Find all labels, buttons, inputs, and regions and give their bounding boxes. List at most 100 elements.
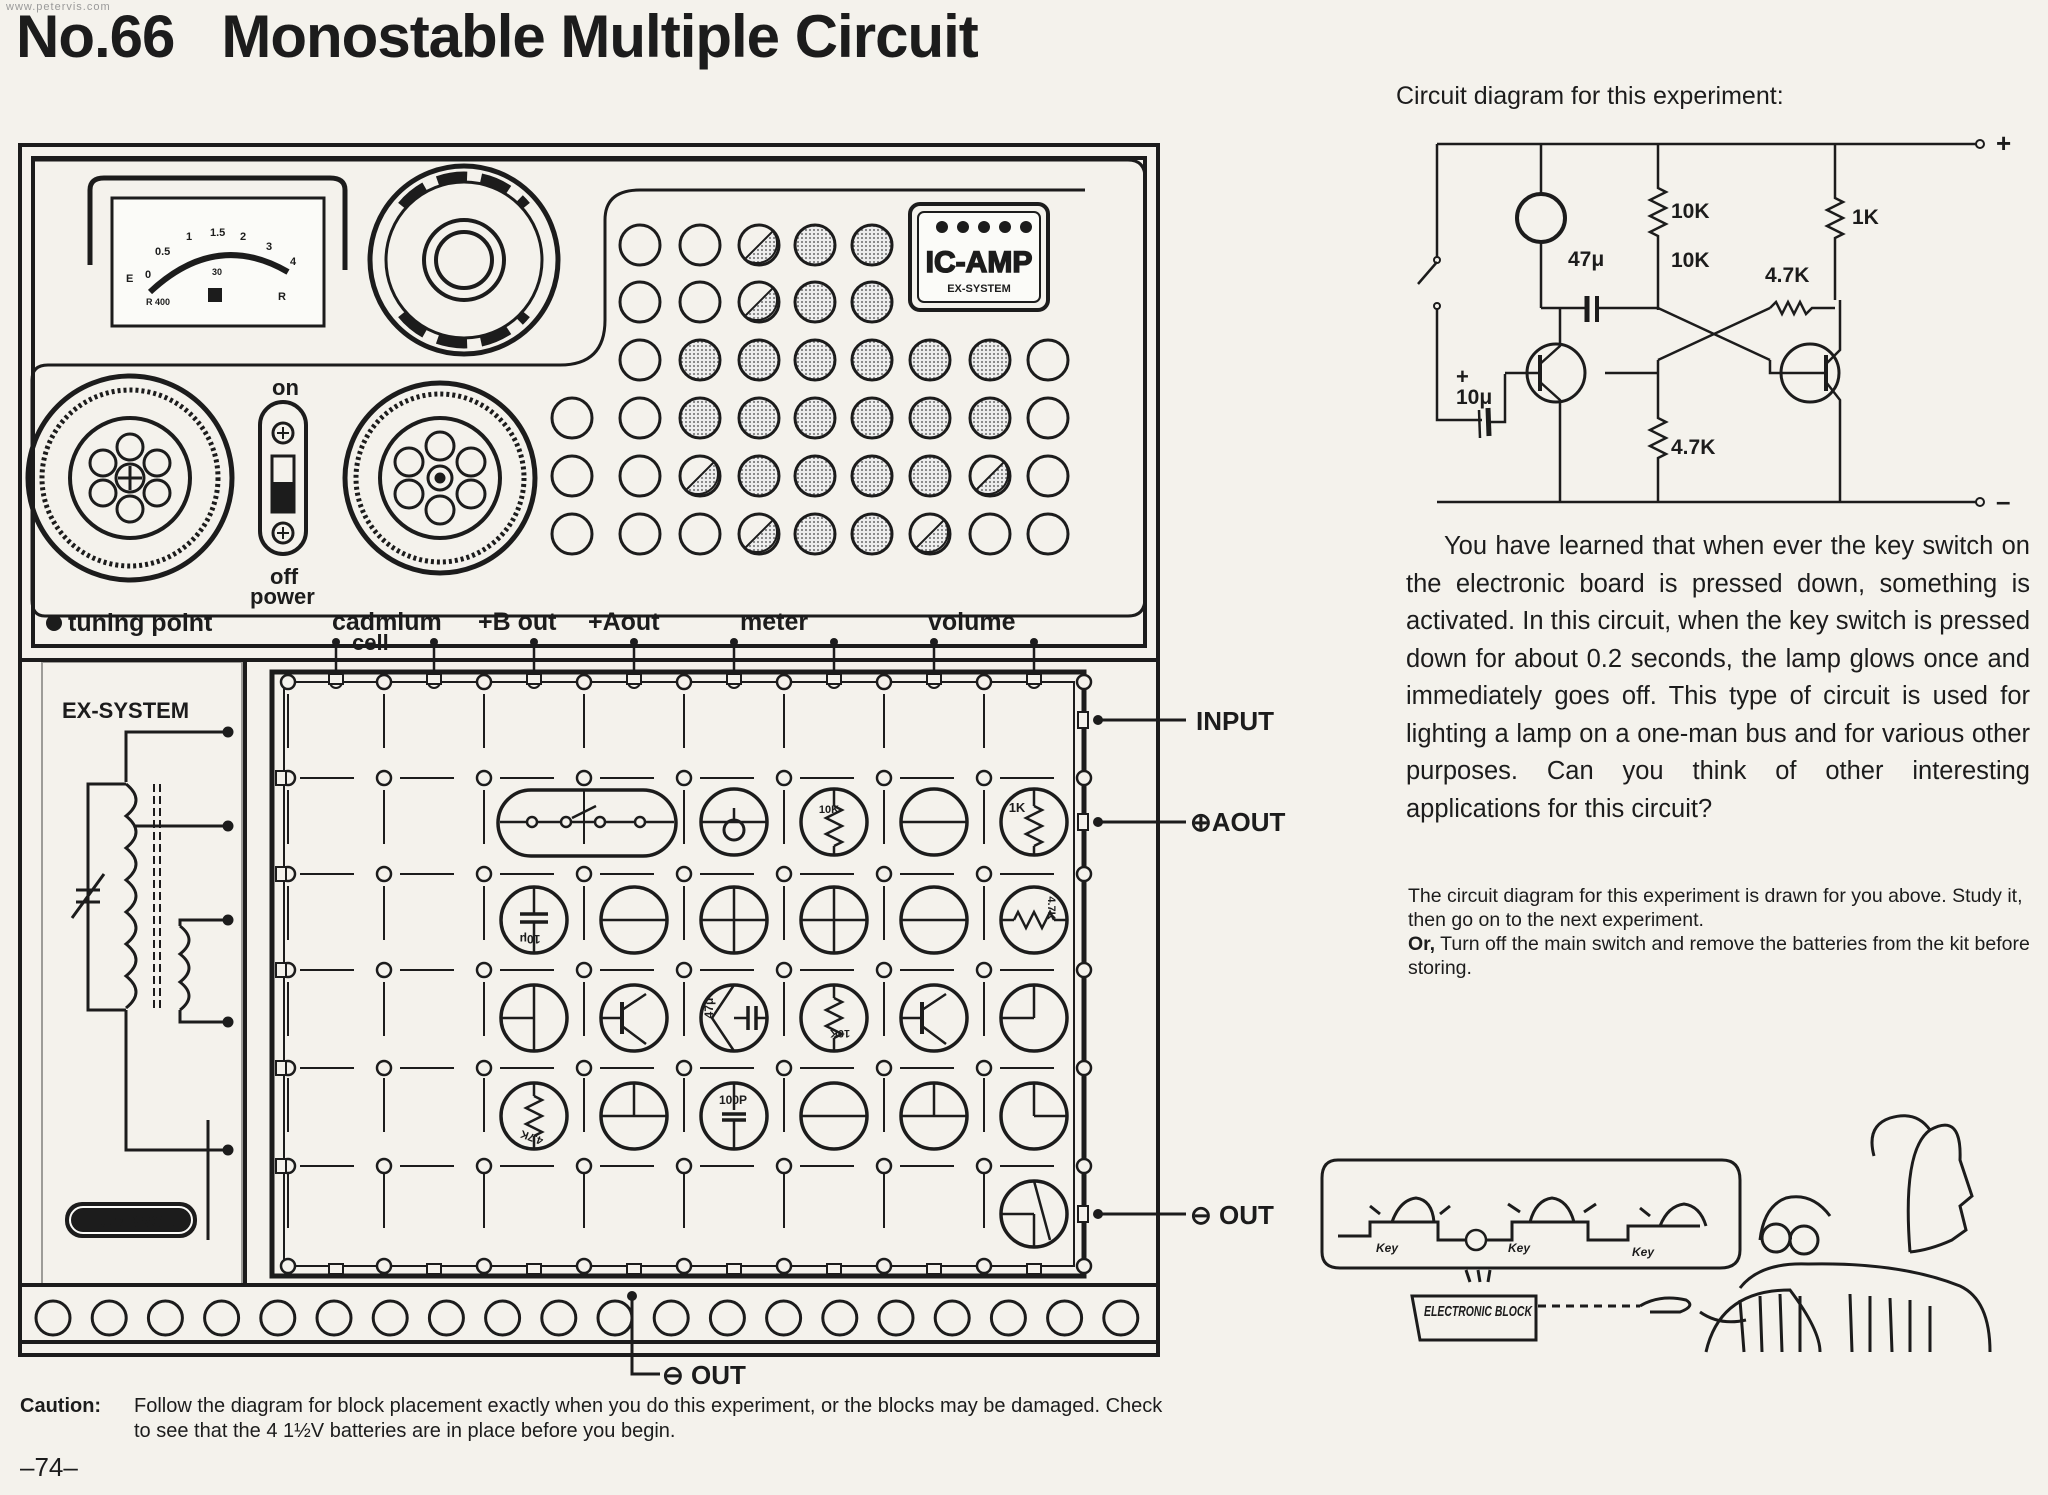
grid-node bbox=[975, 673, 993, 691]
cartoon-key-1: Key bbox=[1376, 1241, 1399, 1255]
bottom-hole-row bbox=[34, 1299, 1140, 1337]
grid-node bbox=[675, 865, 693, 883]
key-switch-block bbox=[496, 788, 678, 858]
board-terminal-top bbox=[1026, 673, 1042, 685]
bottom-hole bbox=[146, 1299, 184, 1337]
bottom-hole bbox=[34, 1299, 72, 1337]
grid-node bbox=[575, 1157, 593, 1175]
grid-node bbox=[575, 1257, 593, 1275]
notes-line-2: Or, Turn off the main switch and remove … bbox=[1408, 932, 2038, 980]
block-label-1k: 1K bbox=[1009, 800, 1026, 815]
board-terminal-top bbox=[926, 673, 942, 685]
wire bbox=[1032, 1180, 1052, 1241]
grid-node bbox=[279, 1257, 297, 1275]
volume-label: volume bbox=[928, 608, 1016, 636]
key-switch-lever bbox=[571, 804, 597, 820]
grid-node bbox=[775, 1257, 793, 1275]
panel-hole bbox=[793, 512, 837, 556]
panel-hole bbox=[1026, 454, 1070, 498]
panel-hole bbox=[968, 454, 1012, 498]
board-terminal-left bbox=[275, 962, 287, 978]
panel-hole bbox=[550, 512, 594, 556]
grid-node bbox=[775, 769, 793, 787]
panel-hole bbox=[968, 396, 1012, 440]
bottom-hole bbox=[1046, 1299, 1084, 1337]
meter-tick-4: 2 bbox=[240, 231, 246, 243]
meter-letter-e: E bbox=[126, 273, 133, 285]
page-title: No.66 Monostable Multiple Circuit bbox=[16, 3, 979, 70]
panel-hole bbox=[550, 454, 594, 498]
aout-terminal-label: ⊕AOUT bbox=[1190, 807, 1286, 837]
grid-node bbox=[975, 769, 993, 787]
panel-hole bbox=[850, 396, 894, 440]
board-terminal-left bbox=[275, 1060, 287, 1076]
schematic-47k-bottom-label: 4.7K bbox=[1671, 436, 1715, 459]
schematic-10u-plus: + bbox=[1456, 364, 1469, 389]
meter-tick-5: 3 bbox=[266, 241, 272, 253]
grid-node bbox=[975, 865, 993, 883]
bottom-hole bbox=[203, 1299, 241, 1337]
plus-terminal-label: + bbox=[1996, 128, 2011, 158]
label-dot bbox=[430, 638, 438, 646]
power-label: power bbox=[250, 584, 315, 609]
meter-range-label: R 400 bbox=[146, 297, 170, 307]
grid-node bbox=[675, 1059, 693, 1077]
panel-hole bbox=[850, 223, 894, 267]
meter-dial: 0 0.5 1 1.5 2 3 4 E R 400 30 R bbox=[87, 175, 348, 328]
grid-node bbox=[575, 769, 593, 787]
aout-label: +Aout bbox=[588, 608, 660, 636]
meter-tick-2: 1 bbox=[186, 231, 192, 243]
grid-node bbox=[1075, 769, 1093, 787]
notes: The circuit diagram for this experiment … bbox=[1408, 884, 2038, 980]
grid-node bbox=[575, 961, 593, 979]
panel-hole bbox=[793, 223, 837, 267]
humbrol-badge: HUMBROL bbox=[65, 1202, 197, 1238]
label-dot bbox=[830, 638, 838, 646]
ic-amp-logo: IC-AMP bbox=[926, 246, 1033, 279]
panel-hole bbox=[908, 454, 952, 498]
schematic-47k-top-label: 4.7K bbox=[1765, 264, 1809, 287]
resistor-10k bbox=[823, 804, 845, 848]
ic-amp-subtitle: EX-SYSTEM bbox=[947, 283, 1011, 295]
board-terminal-bottom bbox=[626, 1263, 642, 1275]
board-terminal bbox=[1077, 1205, 1089, 1223]
caution-label: Caution: bbox=[20, 1395, 102, 1417]
panel-hole bbox=[1026, 396, 1070, 440]
block-label-47u: 47μ bbox=[702, 998, 716, 1019]
grid-node bbox=[775, 1059, 793, 1077]
grid-node bbox=[1075, 673, 1093, 691]
label-dot bbox=[332, 638, 340, 646]
grid-node bbox=[975, 961, 993, 979]
grid-node bbox=[975, 1059, 993, 1077]
grid-node bbox=[475, 673, 493, 691]
bottom-hole bbox=[427, 1299, 465, 1337]
bottom-hole bbox=[708, 1299, 746, 1337]
bottom-hole bbox=[540, 1299, 578, 1337]
panel-hole bbox=[850, 280, 894, 324]
grid-node bbox=[475, 769, 493, 787]
caution-text: Follow the diagram for block placement e… bbox=[134, 1395, 1163, 1442]
schematic-47u-label: 47μ bbox=[1568, 248, 1604, 271]
circuit-schematic bbox=[1417, 139, 1985, 507]
out-terminal-bottom-label: ⊖ OUT bbox=[662, 1360, 746, 1390]
panel-hole bbox=[968, 512, 1012, 556]
cadmium-label: cadmium bbox=[332, 608, 442, 636]
grid-node bbox=[375, 961, 393, 979]
watermark: www.petervis.com bbox=[6, 1, 111, 13]
grid-node bbox=[675, 1157, 693, 1175]
board-terminal-bottom bbox=[426, 1263, 442, 1275]
notes-line-1: The circuit diagram for this experiment … bbox=[1408, 885, 2023, 931]
ex-system-label: EX-SYSTEM bbox=[62, 698, 189, 723]
bout-label: +B out bbox=[478, 608, 557, 636]
hole-grid bbox=[550, 223, 1070, 556]
grid-node bbox=[1075, 1157, 1093, 1175]
panel-hole bbox=[550, 396, 594, 440]
schematic-10u-label: 10μ bbox=[1456, 386, 1492, 409]
board-terminal-top bbox=[526, 673, 542, 685]
out-terminal-right-label: ⊖ OUT bbox=[1190, 1200, 1274, 1230]
panel-hole bbox=[793, 338, 837, 382]
key-switch-contact bbox=[633, 815, 647, 829]
block-label-100p: 100P bbox=[719, 1093, 747, 1107]
grid-node bbox=[575, 673, 593, 691]
panel-hole bbox=[618, 512, 662, 556]
